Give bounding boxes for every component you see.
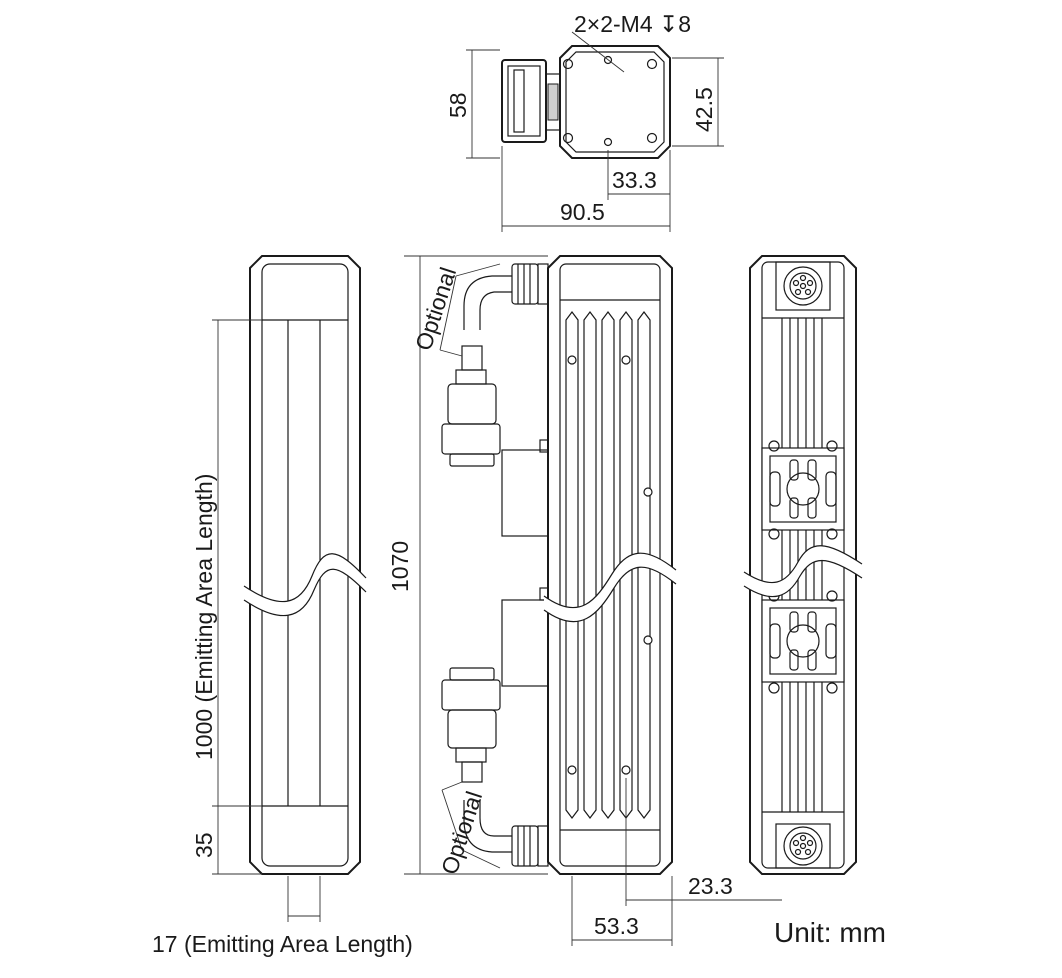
dim-53-3-label: 53.3 bbox=[594, 913, 639, 939]
optional-top-label: Optional bbox=[410, 264, 461, 354]
left-side-view bbox=[243, 255, 367, 875]
dim-42-5-label: 42.5 bbox=[691, 87, 717, 132]
middle-side-view bbox=[441, 255, 677, 875]
dim-1070-label: 1070 bbox=[387, 541, 413, 592]
dim-58-label: 58 bbox=[445, 92, 471, 118]
dim-33-3-label: 33.3 bbox=[612, 167, 657, 193]
dim-1000-label: 1000 (Emitting Area Length) bbox=[191, 474, 217, 760]
top-end-view bbox=[501, 31, 671, 159]
unit-label: Unit: mm bbox=[774, 917, 886, 948]
dim-17-label: 17 (Emitting Area Length) bbox=[152, 931, 413, 957]
dim-35-label: 35 bbox=[191, 832, 217, 858]
thread-spec-label: 2×2-M4 ↧8 bbox=[574, 11, 691, 37]
top-view-dimensions bbox=[466, 49, 724, 232]
dim-90-5-label: 90.5 bbox=[560, 199, 605, 225]
middle-view-dimensions bbox=[404, 255, 782, 946]
right-side-view bbox=[743, 255, 863, 875]
text-labels: 2×2-M4 ↧8 58 42.5 33.3 90.5 1000 (Emitti… bbox=[152, 11, 886, 957]
optional-bottom-label: Optional bbox=[436, 788, 487, 878]
left-view-dimensions bbox=[212, 319, 321, 922]
dim-23-3-label: 23.3 bbox=[688, 873, 733, 899]
